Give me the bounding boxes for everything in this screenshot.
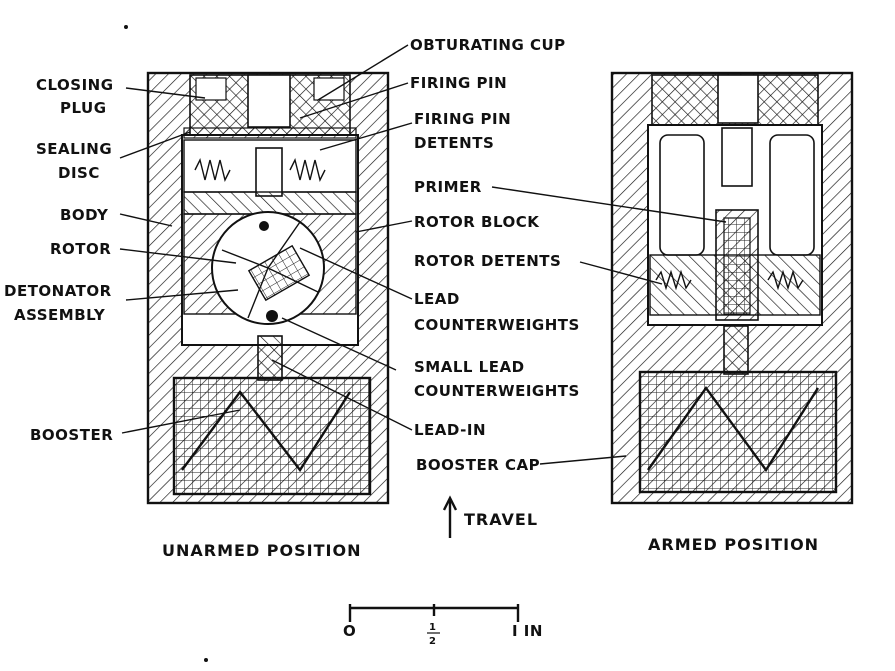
label-closing-plug-2: PLUG [60,99,107,117]
label-lead-in: LEAD-IN [414,421,486,439]
label-rotor-block: ROTOR BLOCK [414,213,540,231]
label-small-lead-1: SMALL LEAD [414,358,525,376]
label-detonator-1: DETONATOR [4,282,112,300]
scale-zero: O [343,622,356,640]
scan-speck [124,25,128,29]
captions: TRAVEL UNARMED POSITION ARMED POSITION [162,495,819,560]
label-firing-pin: FIRING PIN [410,74,507,92]
label-detonator-2: ASSEMBLY [14,306,106,324]
label-sealing-disc-2: DISC [58,164,100,182]
unarmed-fuze [146,71,390,505]
label-small-lead-2: COUNTERWEIGHTS [414,382,580,400]
label-lead-counterweights-1: LEAD [414,290,460,308]
caption-armed: ARMED POSITION [648,535,819,554]
label-rotor-detents: ROTOR DETENTS [414,252,561,270]
label-firing-pin-detents-1: FIRING PIN [414,110,511,128]
label-obturating-cup: OBTURATING CUP [410,36,566,54]
label-closing-plug-1: CLOSING [36,76,114,94]
label-sealing-disc-1: SEALING [36,140,112,158]
label-body: BODY [60,206,109,224]
armed-fuze [610,71,854,505]
caption-unarmed: UNARMED POSITION [162,541,361,560]
scan-speck [204,658,208,662]
scale-half-numerator: 1 [429,622,436,633]
label-rotor: ROTOR [50,240,111,258]
scale-one-inch: I IN [512,622,543,640]
leader-lines [119,44,727,465]
label-lead-counterweights-2: COUNTERWEIGHTS [414,316,580,334]
label-firing-pin-detents-2: DETENTS [414,134,494,152]
part-labels: OBTURATING CUP FIRING PIN FIRING PIN DET… [4,36,580,474]
label-booster: BOOSTER [30,426,113,444]
scale-bar: O 1 2 I IN [343,604,543,647]
label-booster-cap: BOOSTER CAP [416,456,540,474]
label-primer: PRIMER [414,178,482,196]
scale-half-denominator: 2 [429,636,436,647]
caption-travel: TRAVEL [464,510,538,529]
